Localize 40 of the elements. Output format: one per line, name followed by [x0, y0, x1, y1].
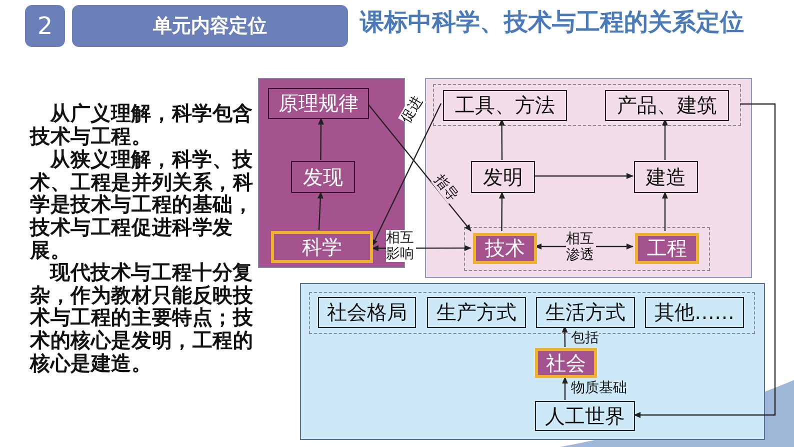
arrow	[498, 192, 505, 231]
highlighted-box: 社会	[535, 348, 597, 378]
title: 课标中科学、技术与工程的关系定位	[360, 7, 744, 38]
edge-label: 包括	[571, 330, 599, 346]
concept-box: 发明	[471, 161, 535, 193]
arrow	[498, 118, 505, 160]
arrow	[562, 376, 568, 400]
concept-box: 其他……	[645, 297, 744, 328]
concept-box: 产品、建筑	[605, 90, 729, 121]
arrow	[371, 103, 442, 246]
paragraph: 从广义理解，科学包含技术与工程。	[30, 102, 254, 148]
paragraph: 从狭义理解，科学、技术、工程是并列关系，科学是技术与工程的基础，技术与工程促进科学发展。	[30, 148, 254, 262]
concept-box: 生产方式	[427, 297, 526, 328]
concept-box: 建造	[634, 161, 698, 193]
edge-label: 物质基础	[571, 380, 627, 396]
concept-box: 社会格局	[318, 297, 416, 328]
arrow	[534, 173, 634, 179]
paragraph: 现代技术与工程十分复杂，作为教材只能反映技术与工程的主要特点；技术的核心是发明，工程的核心是建造。	[30, 261, 254, 375]
arrow	[318, 118, 324, 160]
header-badge: 单元内容定位	[72, 5, 348, 47]
arrow	[562, 326, 568, 347]
concept-box: 生活方式	[536, 297, 635, 328]
arrow	[662, 192, 668, 231]
arrow	[634, 103, 776, 418]
concept-box: 人工世界	[535, 401, 635, 431]
arrow	[662, 118, 668, 160]
highlighted-box: 技术	[473, 233, 537, 264]
panel-background	[425, 78, 752, 278]
arrow	[368, 104, 472, 232]
concept-box: 工具、方法	[443, 90, 567, 121]
concept-box: 原理规律	[268, 88, 369, 119]
highlighted-box: 工程	[635, 233, 699, 264]
panel-background	[300, 283, 765, 440]
edge-label: 相互影响	[386, 230, 416, 262]
concept-box: 发现	[291, 161, 355, 193]
dashed-group-frame	[433, 84, 741, 126]
highlighted-box: 科学	[271, 231, 373, 263]
edge-label: 相互渗透	[566, 231, 596, 263]
header-badge: 2	[25, 5, 65, 47]
arrow	[317, 192, 324, 230]
